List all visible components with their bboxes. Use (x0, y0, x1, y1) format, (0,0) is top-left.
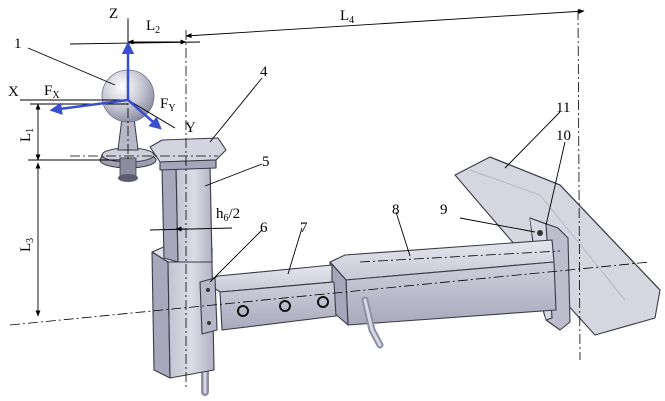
dim-l2-label: L2 (146, 18, 160, 36)
part-label-5: 5 (262, 154, 270, 170)
pipe-lower-right (361, 296, 384, 349)
part-label-7: 7 (300, 220, 308, 236)
bracket-plate (199, 277, 218, 335)
axis-x-label: X (8, 84, 19, 100)
force-x-label: FX (44, 83, 60, 101)
part-label-4: 4 (260, 64, 268, 80)
dimension-lines (28, 8, 585, 317)
force-y-label: FY (160, 96, 176, 114)
inner-beam (204, 264, 337, 331)
top-plate (149, 137, 227, 171)
part-label-10: 10 (556, 128, 571, 144)
dim-l3-label: L3 (18, 238, 36, 252)
leader-lines (27, 47, 566, 283)
part-labels: 1 4 5 6 7 8 9 10 11 (14, 36, 571, 236)
dimension-labels: L2 L4 L1 L3 h6/2 (18, 8, 354, 252)
part-label-8: 8 (392, 202, 400, 218)
axis-y-label: Y (185, 120, 196, 136)
axis-labels: Z X Y FX FY (8, 6, 196, 136)
dim-l4-label: L4 (340, 8, 354, 26)
dim-h6-label: h6/2 (216, 206, 240, 224)
outer-beam (329, 239, 557, 326)
force-y-arrow (127, 99, 162, 130)
vertical-post-upper (161, 162, 213, 263)
part-label-6: 6 (260, 220, 268, 236)
part-label-1: 1 (14, 36, 22, 52)
part-label-11: 11 (556, 100, 570, 116)
force-x-arrow (49, 98, 129, 115)
dim-l1-label: L1 (18, 128, 36, 142)
part-label-9: 9 (440, 202, 448, 218)
axis-z-label: Z (109, 6, 118, 22)
coordinate-axes (20, 20, 176, 130)
